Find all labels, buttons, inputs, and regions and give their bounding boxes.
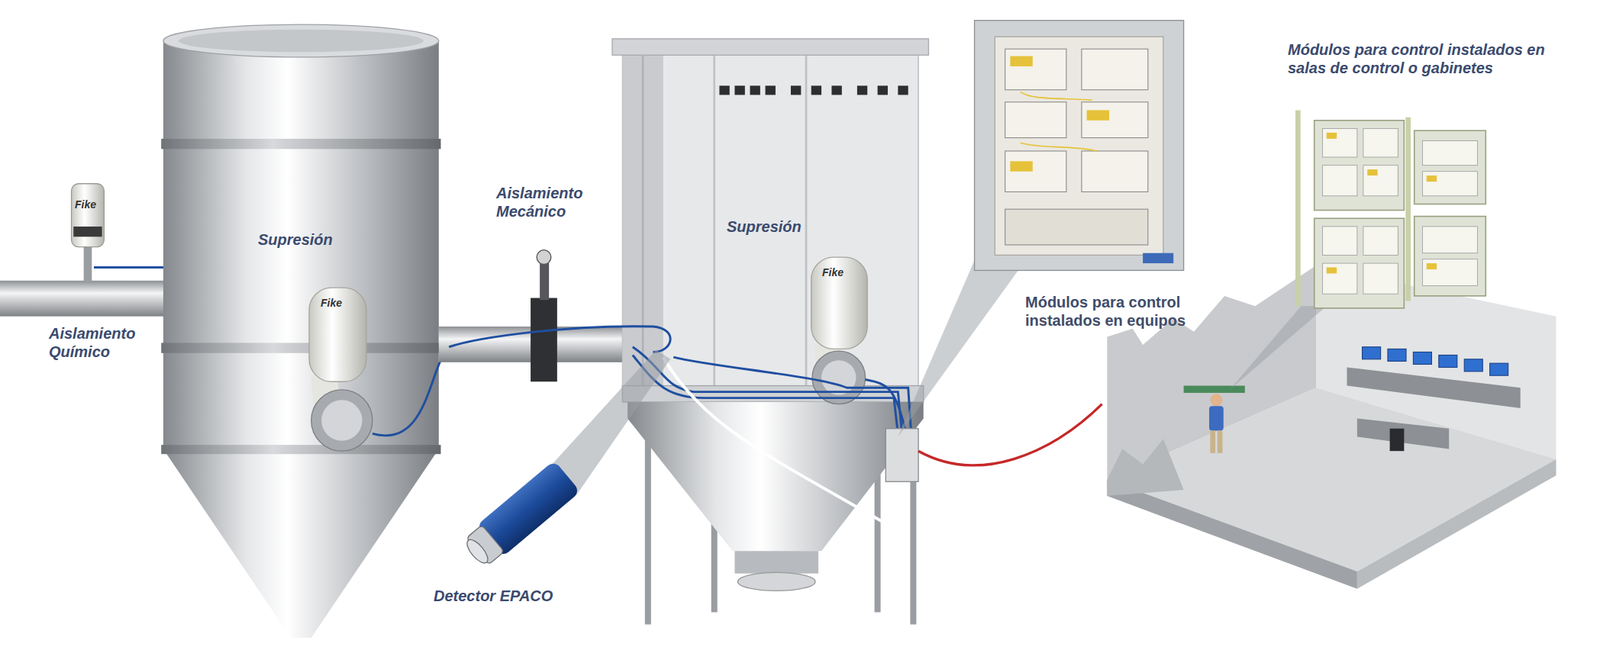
isolation-label: Aislamiento Mecánico — [496, 183, 611, 221]
isolation-label: Aislamiento Químico — [48, 324, 152, 362]
detector-label: Detector EPACO — [433, 587, 607, 606]
module-label: Módulos para control instalados en salas… — [1287, 40, 1552, 78]
brand-logo: Fike — [320, 297, 342, 309]
brand-logo: Fike — [74, 199, 97, 210]
module-label: Módulos para control instalados en equip… — [1025, 293, 1217, 330]
brand-logo: Fike — [822, 267, 844, 278]
suppression-label: Supresión — [726, 217, 849, 236]
suppression-label: Supresión — [258, 230, 381, 249]
